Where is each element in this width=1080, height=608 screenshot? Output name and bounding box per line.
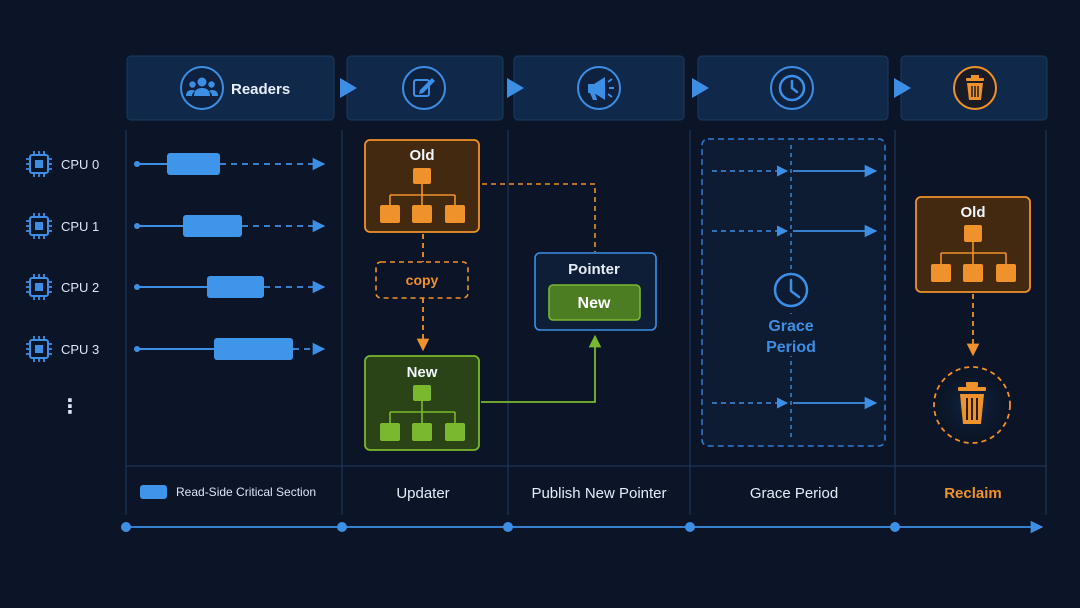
critical-section-bar <box>214 338 293 360</box>
chip-icon <box>26 151 52 177</box>
grace-label-line2: Period <box>766 339 816 356</box>
header-bar: Readers <box>126 55 1048 121</box>
tree-icon <box>380 385 465 441</box>
old-tree-label: Old <box>410 147 435 164</box>
edit-icon <box>402 66 446 110</box>
copy-label: copy <box>406 272 439 288</box>
new-pointer-link <box>481 334 602 403</box>
header-chevron-3 <box>692 78 709 98</box>
grid-lines <box>125 130 1047 515</box>
critical-section-bar <box>183 215 242 237</box>
chip-icon <box>26 213 52 239</box>
users-icon <box>180 66 224 110</box>
legend-label: Read-Side Critical Section <box>176 485 316 499</box>
header-chevron-4 <box>894 78 911 98</box>
clock-icon <box>770 66 814 110</box>
reclaim-trash-icon <box>933 366 1011 444</box>
legend: Read-Side Critical Section <box>140 485 316 499</box>
old-pointer-link <box>482 183 596 252</box>
legend-swatch <box>140 485 167 499</box>
copy-box: copy <box>375 261 469 299</box>
pointer-box: Pointer New <box>534 252 657 331</box>
critical-section-bar <box>207 276 264 298</box>
cpu-label: CPU 2 <box>61 280 99 295</box>
column-label-reclaim: Reclaim <box>944 485 1002 502</box>
pointer-new-label: New <box>578 295 611 312</box>
cpu-row-0: CPU 0 <box>26 151 99 177</box>
header-chevron-1 <box>340 78 357 98</box>
header-panel-readers <box>126 55 335 121</box>
chip-icon <box>26 336 52 362</box>
timeline-node <box>503 522 513 532</box>
column-label-updater: Updater <box>396 485 449 502</box>
cpu-label: CPU 3 <box>61 342 99 357</box>
timeline-node <box>890 522 900 532</box>
reader-timeline-3 <box>134 338 326 360</box>
reclaim-old-label: Old <box>961 204 986 221</box>
megaphone-icon <box>577 66 621 110</box>
cpu-list: CPU 0 CPU 1 CPU 2 CPU 3 <box>26 151 99 418</box>
trash-icon <box>953 66 997 110</box>
pointer-new-box <box>548 284 641 321</box>
timeline-node <box>337 522 347 532</box>
cpu-row-2: CPU 2 <box>26 274 99 300</box>
grace-label-line1: Grace <box>768 318 813 335</box>
cpu-label: CPU 1 <box>61 219 99 234</box>
reclaim-column: Old <box>915 196 1031 444</box>
column-label-grace: Grace Period <box>750 485 838 502</box>
column-label-publish: Publish New Pointer <box>531 485 666 502</box>
chip-icon <box>26 274 52 300</box>
cpu-label: CPU 0 <box>61 157 99 172</box>
grace-clock-icon <box>771 270 811 310</box>
updater-column: Old copy New <box>364 139 480 451</box>
old-tree-box: Old <box>364 139 480 233</box>
cpu-row-1: CPU 1 <box>26 213 99 239</box>
reader-timeline-1 <box>134 215 326 237</box>
tree-icon <box>931 225 1016 282</box>
reader-timeline-0 <box>134 153 326 175</box>
publish-column: Pointer New <box>481 183 657 403</box>
pointer-label: Pointer <box>568 261 620 278</box>
new-tree-label: New <box>407 364 438 381</box>
reclaim-old-box: Old <box>915 196 1031 293</box>
grace-column: Grace Period <box>701 138 886 447</box>
timeline-node <box>685 522 695 532</box>
cpu-row-3: CPU 3 <box>26 336 99 362</box>
header-chevron-2 <box>507 78 524 98</box>
critical-section-bar <box>167 153 220 175</box>
cpu-more-ellipsis: ⋮ <box>60 396 80 418</box>
reader-timelines <box>134 153 326 360</box>
new-tree-box: New <box>364 355 480 451</box>
tree-icon <box>380 168 465 223</box>
timeline-node <box>121 522 131 532</box>
bottom-timeline <box>121 520 1044 534</box>
header-readers-label: Readers <box>231 81 290 98</box>
reader-timeline-2 <box>134 276 326 298</box>
